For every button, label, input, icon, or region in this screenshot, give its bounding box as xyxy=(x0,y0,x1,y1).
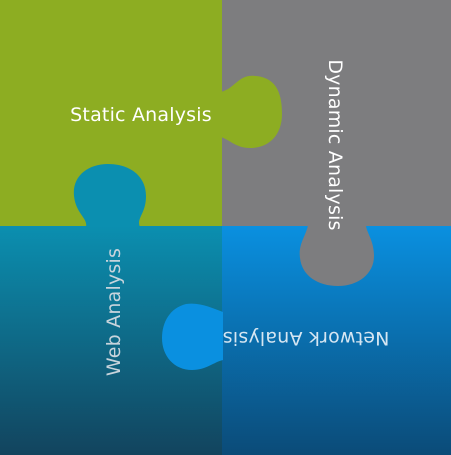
web-piece-tab xyxy=(73,164,146,227)
dynamic-piece-tab xyxy=(299,225,374,286)
dynamic-analysis-label: Dynamic Analysis xyxy=(324,59,346,230)
network-piece-tab xyxy=(162,303,223,370)
static-piece-tab xyxy=(221,75,282,148)
web-analysis-label: Web Analysis xyxy=(103,248,125,376)
network-analysis-label: Network Analysis xyxy=(223,327,390,349)
static-analysis-label: Static Analysis xyxy=(70,104,212,126)
